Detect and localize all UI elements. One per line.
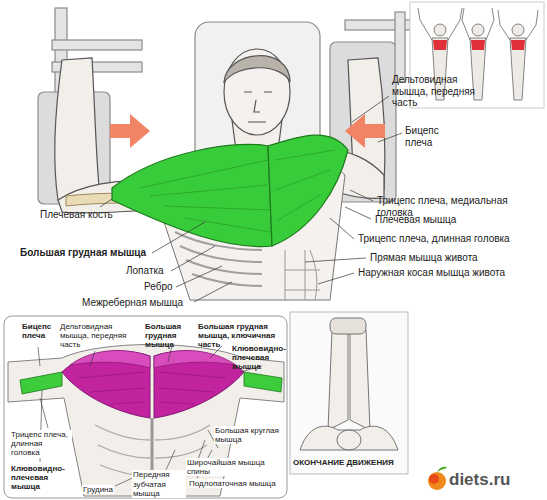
pectoralis-major xyxy=(140,150,335,232)
ribs xyxy=(186,260,262,274)
leader-line xyxy=(305,258,366,262)
muscle-label: Межреберная мышца xyxy=(82,297,202,309)
leader-line xyxy=(194,282,232,302)
motion-arrow xyxy=(110,114,385,148)
figure-inset xyxy=(471,40,485,50)
watermark: diets.ru xyxy=(449,470,544,490)
figure-inset xyxy=(433,40,447,50)
head xyxy=(224,49,290,150)
chest-inset xyxy=(154,351,244,418)
motion-arrow xyxy=(110,114,150,148)
leader-line xyxy=(352,96,389,122)
ribs xyxy=(192,274,262,286)
leader-line xyxy=(176,266,222,287)
logo-apple xyxy=(428,472,446,490)
ribs xyxy=(180,246,262,262)
leader-line xyxy=(330,218,354,239)
abdomen xyxy=(310,250,317,300)
figure-inset xyxy=(510,38,526,100)
muscle-label: Плечевая мышца xyxy=(375,214,495,226)
muscle-label: Наружная косая мышца живота xyxy=(358,267,543,279)
end-position-panel xyxy=(350,330,370,430)
pectoralis-major xyxy=(268,135,348,246)
muscle-label: Клювовидно-плечевая мышца xyxy=(232,344,284,372)
leader-line xyxy=(350,190,373,201)
end-position-panel xyxy=(337,430,361,450)
muscle-label: Бицепс плеча xyxy=(22,322,58,340)
chest-inset xyxy=(70,350,150,368)
muscle-label: Грудина xyxy=(82,485,114,494)
muscle-label: Плечевая кость xyxy=(40,209,140,221)
head xyxy=(224,49,290,135)
figure-inset xyxy=(462,8,494,40)
abdomen xyxy=(285,250,320,300)
chest-inset xyxy=(165,450,175,472)
chest-inset xyxy=(20,372,62,394)
end-position-panel xyxy=(330,318,366,334)
end-position-panel xyxy=(300,426,398,450)
end-position-panel xyxy=(328,330,348,430)
muscle-label: Прямая мышца живота xyxy=(370,252,520,264)
chest-inset xyxy=(154,350,236,368)
figure-inset xyxy=(434,24,446,36)
machine xyxy=(395,12,405,82)
figure-inset xyxy=(512,24,524,36)
leader-line xyxy=(318,273,354,284)
pectoralis-major xyxy=(112,144,272,246)
panel-caption: ОКОНЧАНИЕ ДВИЖЕНИЯ xyxy=(293,458,406,467)
muscle-label: Ребро xyxy=(144,281,184,293)
end-position-panel xyxy=(290,312,408,474)
abdomen xyxy=(285,250,320,300)
chest-inset xyxy=(38,347,40,366)
leader-line xyxy=(345,207,371,219)
leader-line xyxy=(378,133,402,142)
muscle-label: Подлопаточная мышца xyxy=(188,479,277,488)
logo-apple xyxy=(437,467,447,472)
motion-arrow xyxy=(345,114,385,148)
muscle-label: Широчайшая мышца спины xyxy=(186,458,284,476)
head xyxy=(244,92,272,122)
leader-line xyxy=(152,222,205,253)
chest-inset xyxy=(90,351,95,366)
figure-inset xyxy=(472,24,484,36)
end-position-panel xyxy=(290,312,408,474)
chest-inset xyxy=(4,316,287,498)
muscle-label: Клювовидно-плечевая мышца xyxy=(10,464,74,492)
arms xyxy=(55,58,100,200)
figure-inset xyxy=(511,40,525,50)
figure-inset xyxy=(433,40,525,50)
muscle-label: Дельтовидная мышца, передняя часть xyxy=(60,322,142,350)
muscle-label: Большая грудная мышца xyxy=(20,247,155,259)
chest-inset xyxy=(244,372,282,392)
chest-inset xyxy=(62,351,150,418)
muscle-label: Лопатка xyxy=(126,265,186,277)
logo-apple xyxy=(428,467,447,490)
head xyxy=(224,56,290,82)
end-position-panel xyxy=(300,318,398,450)
leader-line xyxy=(171,246,215,271)
figure-inset xyxy=(418,8,462,40)
muscle-label: Трицепс плеча, длинная головка xyxy=(10,430,72,458)
muscle-label: Бицепс плеча xyxy=(405,125,449,148)
muscle-label: Дельтовидная мышца, передняя часть xyxy=(392,74,484,109)
muscle-label: Передняя зубчатая мышца xyxy=(132,470,186,498)
chest-inset xyxy=(78,372,226,404)
chest-inset xyxy=(78,372,226,404)
logo-apple xyxy=(429,474,439,484)
pectoralis-major xyxy=(112,135,348,246)
muscle-label: Большая грудная мышца xyxy=(145,322,195,350)
muscle-label: Трицепс плеча, длинная головка xyxy=(358,233,538,245)
leader-line xyxy=(100,96,402,302)
chest-inset xyxy=(4,316,287,498)
muscle-label: Большая круглая мышца xyxy=(214,426,282,444)
leader-line xyxy=(100,199,112,207)
machine xyxy=(52,40,142,50)
figure-inset xyxy=(498,10,538,40)
